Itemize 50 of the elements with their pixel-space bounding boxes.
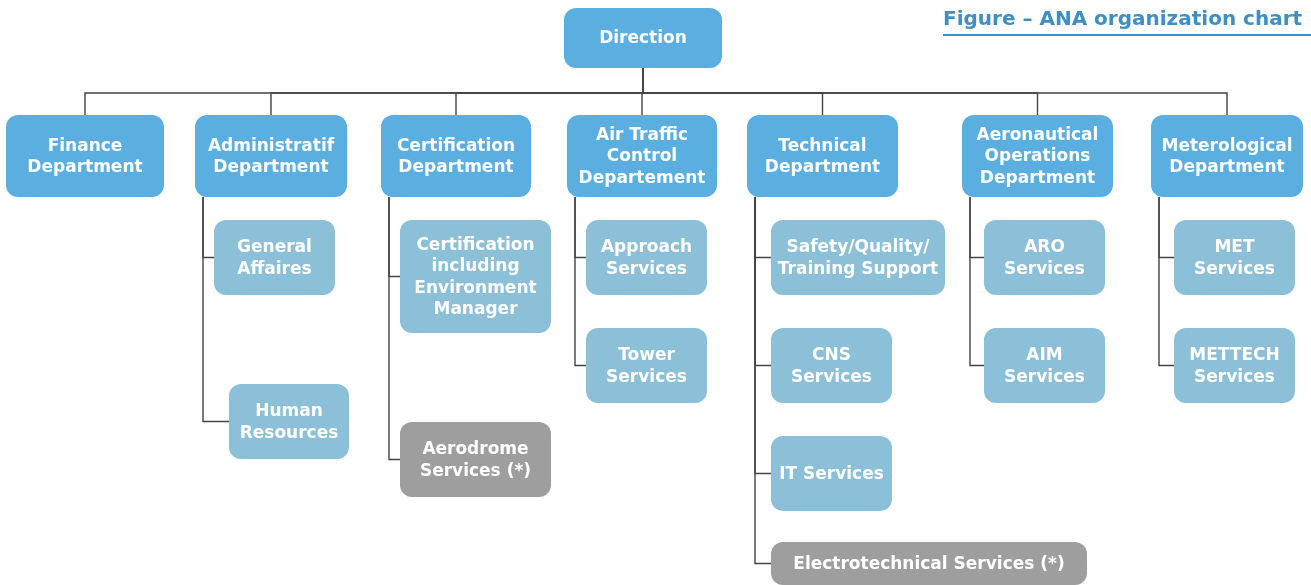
box-label: Certification Department [395, 134, 517, 178]
box-label: Direction [599, 27, 687, 49]
box-label: Approach Services [599, 236, 694, 279]
service-box [586, 220, 707, 295]
service-box [229, 384, 349, 459]
service-box [771, 542, 1087, 585]
connector-line [574, 196, 587, 367]
service-box [771, 436, 892, 511]
service-box [771, 220, 945, 295]
department-box [1151, 115, 1303, 197]
box-label: Aerodrome Services (*) [418, 438, 533, 481]
department-box [567, 115, 717, 197]
box-label: MET Services [1193, 236, 1276, 279]
department-box [195, 115, 347, 197]
service-box [1174, 220, 1295, 295]
box-label: Finance Department [26, 134, 144, 178]
department-box [962, 115, 1113, 197]
service-box [214, 220, 335, 295]
box-label: Aeronautical Operations Department [975, 124, 1100, 188]
service-box [771, 328, 892, 403]
service-box [400, 422, 551, 497]
service-box [984, 328, 1105, 403]
box-label: General Affaires [236, 236, 313, 279]
service-box [1174, 328, 1295, 403]
box-label: Air Traffic Control Departement [577, 124, 707, 188]
department-box [564, 8, 722, 68]
connector-line [969, 196, 985, 367]
connector-line [202, 196, 230, 423]
department-box [6, 115, 164, 197]
connector-line [1158, 196, 1175, 367]
box-label: Administratif Department [206, 134, 336, 178]
box-label: Certification including Environment Manager [413, 234, 538, 319]
service-box [400, 220, 551, 333]
box-label: Tower Services [605, 344, 688, 387]
box-label: Electrotechnical Services (*) [793, 552, 1065, 575]
box-label: Meterological Department [1160, 134, 1294, 178]
connector-line [388, 196, 401, 461]
box-label: IT Services [779, 462, 884, 485]
service-box [984, 220, 1105, 295]
box-label: CNS Services [790, 344, 873, 387]
box-label: Safety/Quality/ Training Support [777, 236, 939, 279]
chart-title: Figure – ANA organization chart [943, 6, 1311, 36]
service-box [586, 328, 707, 403]
box-label: AIM Services [1003, 344, 1086, 387]
department-box [381, 115, 531, 197]
box-label: METTECH Services [1188, 344, 1281, 387]
department-box [747, 115, 898, 197]
box-label: Technical Department [763, 134, 882, 178]
box-label: ARO Services [1003, 236, 1086, 279]
box-label: Human Resources [238, 400, 340, 443]
